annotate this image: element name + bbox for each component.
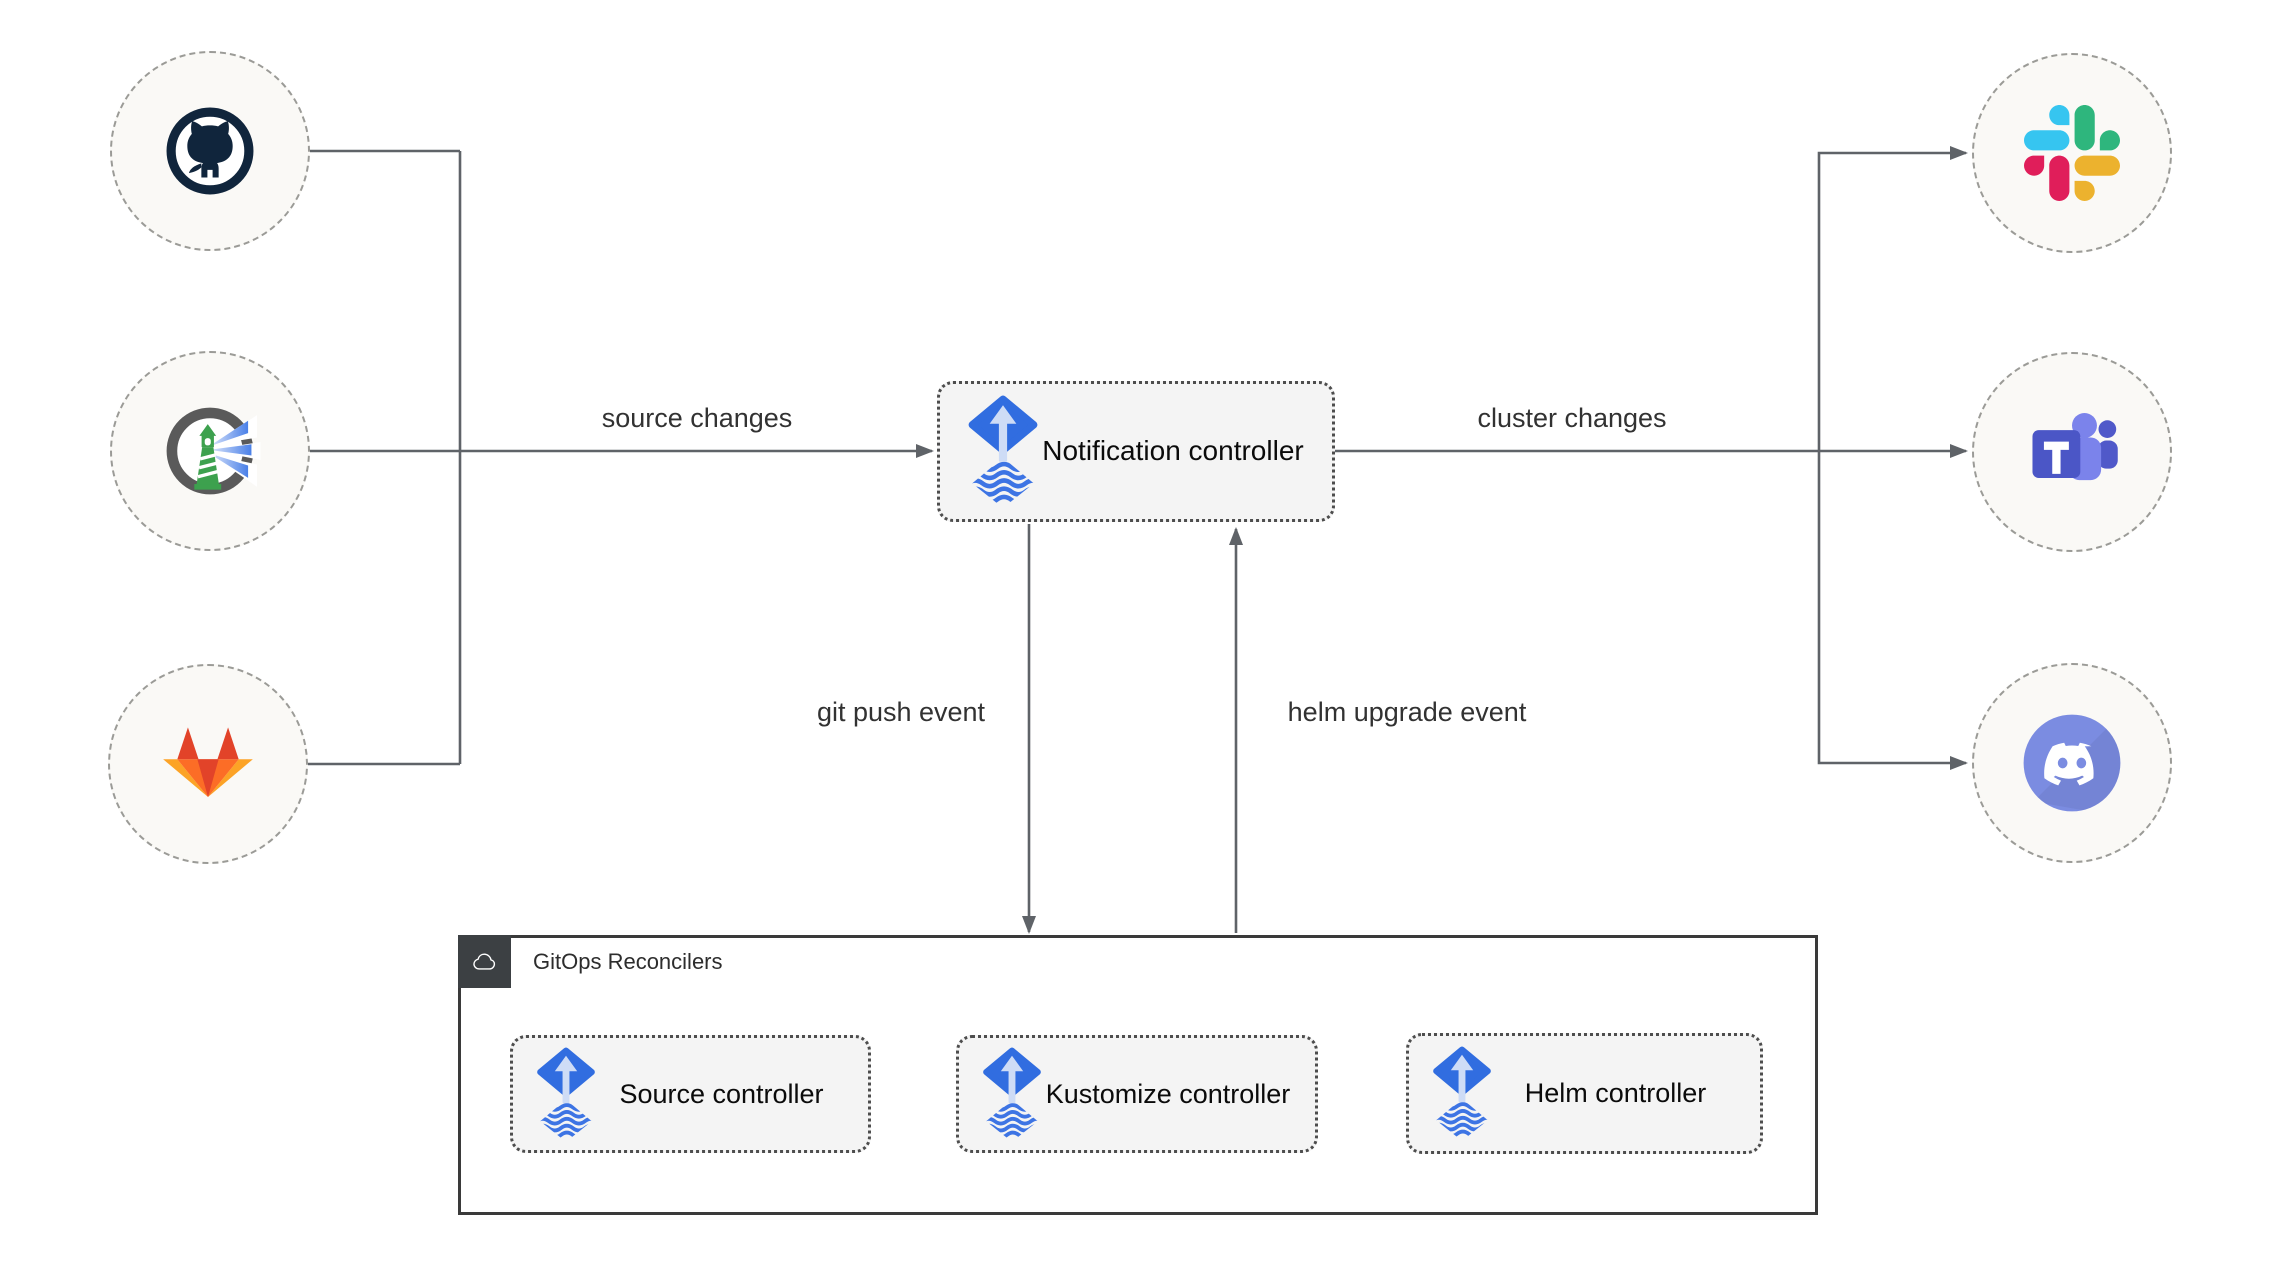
flux-icon	[981, 1046, 1043, 1143]
cloud-icon	[472, 953, 495, 970]
gitops-reconcilers-panel: GitOps Reconcilers Source controller Kus…	[458, 935, 1818, 1215]
gitlab-icon	[163, 727, 253, 798]
source-controller-label: Source controller	[619, 1078, 824, 1109]
edge-to-slack-arrow	[1817, 146, 1968, 451]
node-harbor	[110, 351, 310, 551]
node-slack	[1972, 53, 2172, 253]
edge-label-git-push-event: git push event	[816, 697, 986, 727]
node-microsoft-teams	[1972, 352, 2172, 552]
flux-icon	[535, 1046, 597, 1143]
github-icon	[166, 107, 254, 195]
slack-icon	[2024, 105, 2120, 201]
edge-label-cluster-changes: cluster changes	[1477, 403, 1667, 433]
source-controller-box: Source controller	[510, 1035, 871, 1153]
panel-title: GitOps Reconcilers	[533, 949, 723, 974]
edge-label-source-changes: source changes	[601, 403, 793, 433]
edge-label-helm-upgrade-event: helm upgrade event	[1287, 697, 1527, 727]
helm-controller-box: Helm controller	[1406, 1033, 1763, 1154]
kustomize-controller-box: Kustomize controller	[956, 1035, 1318, 1153]
notification-controller-box: Notification controller	[937, 381, 1335, 522]
microsoft-teams-icon	[2032, 413, 2118, 481]
panel-badge	[458, 935, 511, 988]
node-discord	[1972, 663, 2172, 863]
flux-icon	[1431, 1045, 1493, 1142]
flux-icon	[966, 394, 1040, 509]
node-gitlab	[108, 664, 308, 864]
discord-icon	[2023, 714, 2121, 812]
kustomize-controller-label: Kustomize controller	[1045, 1078, 1291, 1109]
harbor-icon	[166, 407, 261, 495]
node-github	[110, 51, 310, 251]
helm-controller-label: Helm controller	[1524, 1078, 1707, 1109]
notification-controller-label: Notification controller	[1042, 435, 1304, 467]
edge-to-discord-arrow	[1817, 451, 1968, 770]
